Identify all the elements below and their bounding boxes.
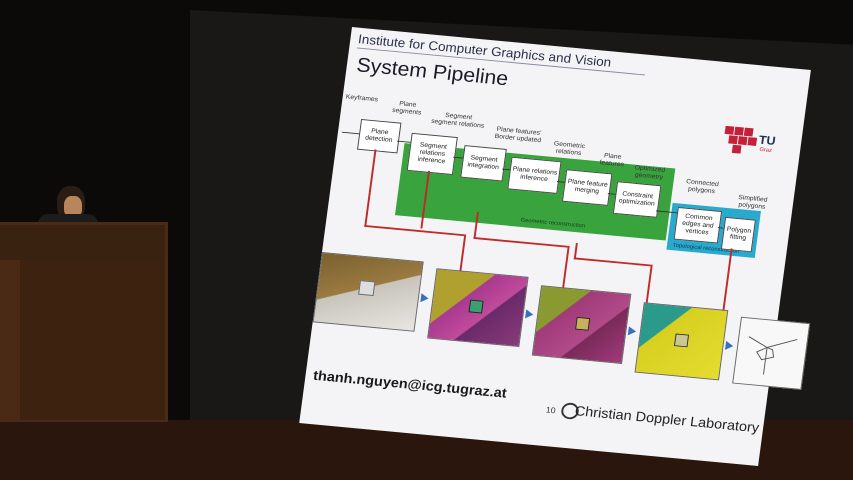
connector-line: [364, 149, 377, 227]
cube-object: [575, 316, 591, 331]
label-plane-features-border: Plane features' Border updated: [494, 126, 542, 145]
keyframe-photo: [312, 252, 424, 332]
segmentation-photo-1: [427, 268, 529, 348]
step-common-edges: Common edges and vertices: [673, 207, 723, 244]
cube-object: [468, 299, 484, 314]
step-plane-feature-merging: Plane feature merging: [562, 169, 613, 206]
connector-line: [459, 234, 467, 273]
connector-line: [562, 245, 570, 290]
connector-line: [473, 237, 568, 248]
label-segment-relations: Segment segment relations: [430, 112, 485, 130]
segmentation-photo-2: [531, 285, 632, 364]
cube-object: [358, 280, 376, 297]
flow-arrow: [341, 131, 360, 135]
polygon-model-photo: [732, 316, 811, 390]
projected-slide: Institute for Computer Graphics and Visi…: [299, 27, 811, 467]
step-segment-integration: Segment integration: [460, 145, 507, 182]
podium-front: [20, 260, 165, 420]
geometric-band-label: Geometric reconstruction: [520, 217, 586, 230]
label-geometric-relations: Geometric relations: [553, 140, 586, 157]
label-plane-features: Plane features: [599, 152, 625, 169]
presenter-face: [64, 196, 82, 218]
wireframe-drawing: [748, 336, 798, 375]
label-connected-polygons: Connected polygons: [685, 178, 720, 195]
tu-graz-logo: TU Graz: [722, 125, 783, 158]
connector-line: [573, 257, 651, 267]
cube-object: [673, 333, 690, 348]
step-plane-relations-inference: Plane relations inference: [507, 156, 562, 194]
author-email: thanh.nguyen@icg.tugraz.at: [312, 367, 508, 402]
step-polygon-fitting: Polygon fitting: [720, 216, 756, 253]
arrow-right-icon: [627, 326, 637, 337]
label-plane-segments: Plane segments: [391, 100, 422, 117]
connector-line: [645, 264, 653, 303]
label-keyframes: Keyframes: [345, 93, 379, 104]
segmentation-photo-3: [634, 302, 729, 381]
arrow-right-icon: [724, 340, 734, 351]
step-plane-detection: Plane detection: [357, 118, 402, 154]
lab-name: Christian Doppler Laboratory: [573, 403, 761, 436]
connector-line: [364, 225, 465, 237]
arrow-right-icon: [525, 309, 534, 320]
arrow-right-icon: [420, 293, 430, 303]
page-number: 10: [545, 405, 557, 416]
step-segment-relations-inference: Segment relations inference: [406, 132, 458, 175]
connector-line: [722, 248, 733, 314]
logo-subtext: Graz: [759, 147, 773, 154]
step-constraint-optimization: Constraint optimization: [612, 181, 662, 218]
podium-top: [0, 225, 165, 260]
logo-text: TU: [757, 132, 777, 148]
